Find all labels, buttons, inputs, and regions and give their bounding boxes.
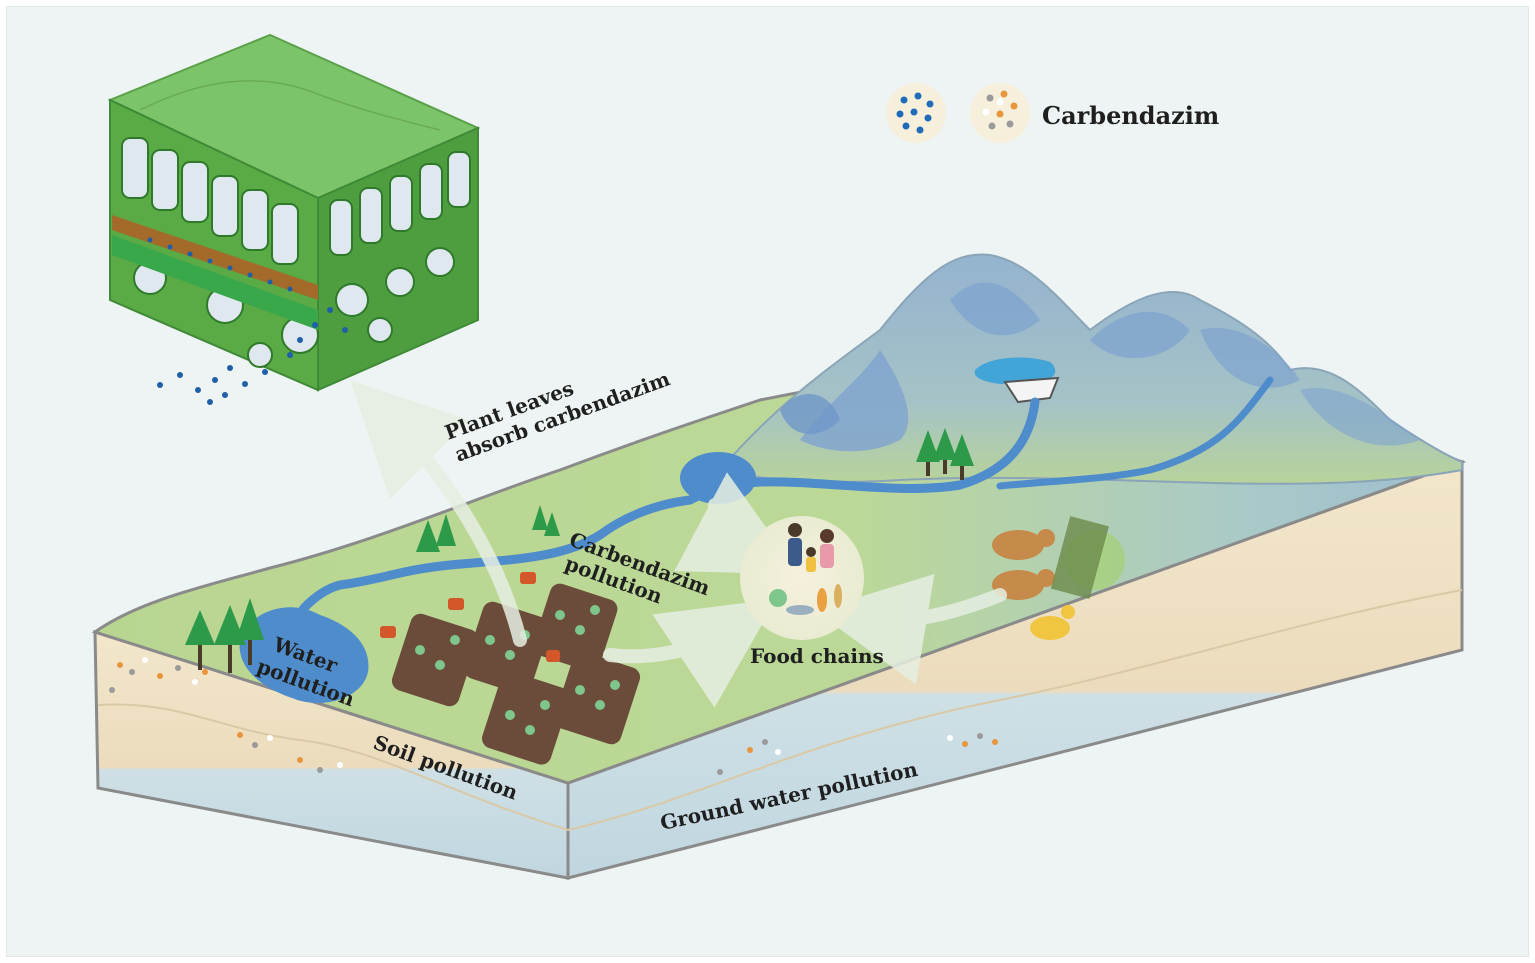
reservoir [974,357,1056,384]
fish-pond [680,452,756,504]
leaf-cross-section [107,33,481,392]
family-icon [788,523,834,572]
dam [1003,376,1060,404]
legend: Carbendazim [886,83,1219,143]
livestock [992,516,1125,640]
trees [185,428,974,673]
soil-particles [109,657,998,775]
food-chain-circle [740,516,864,640]
terrain-block [91,253,1467,880]
pesticide-barrels [380,572,560,662]
flow-arrows [350,380,1007,708]
label-food-chains: Food chains [750,644,884,668]
legend-label: Carbendazim [1042,101,1219,130]
polluted-pond [239,607,369,703]
duck-icon [1030,616,1070,640]
food-items [769,584,842,615]
river [295,397,1040,620]
cow-icon [992,530,1044,560]
carbendazim-particles [157,307,348,405]
